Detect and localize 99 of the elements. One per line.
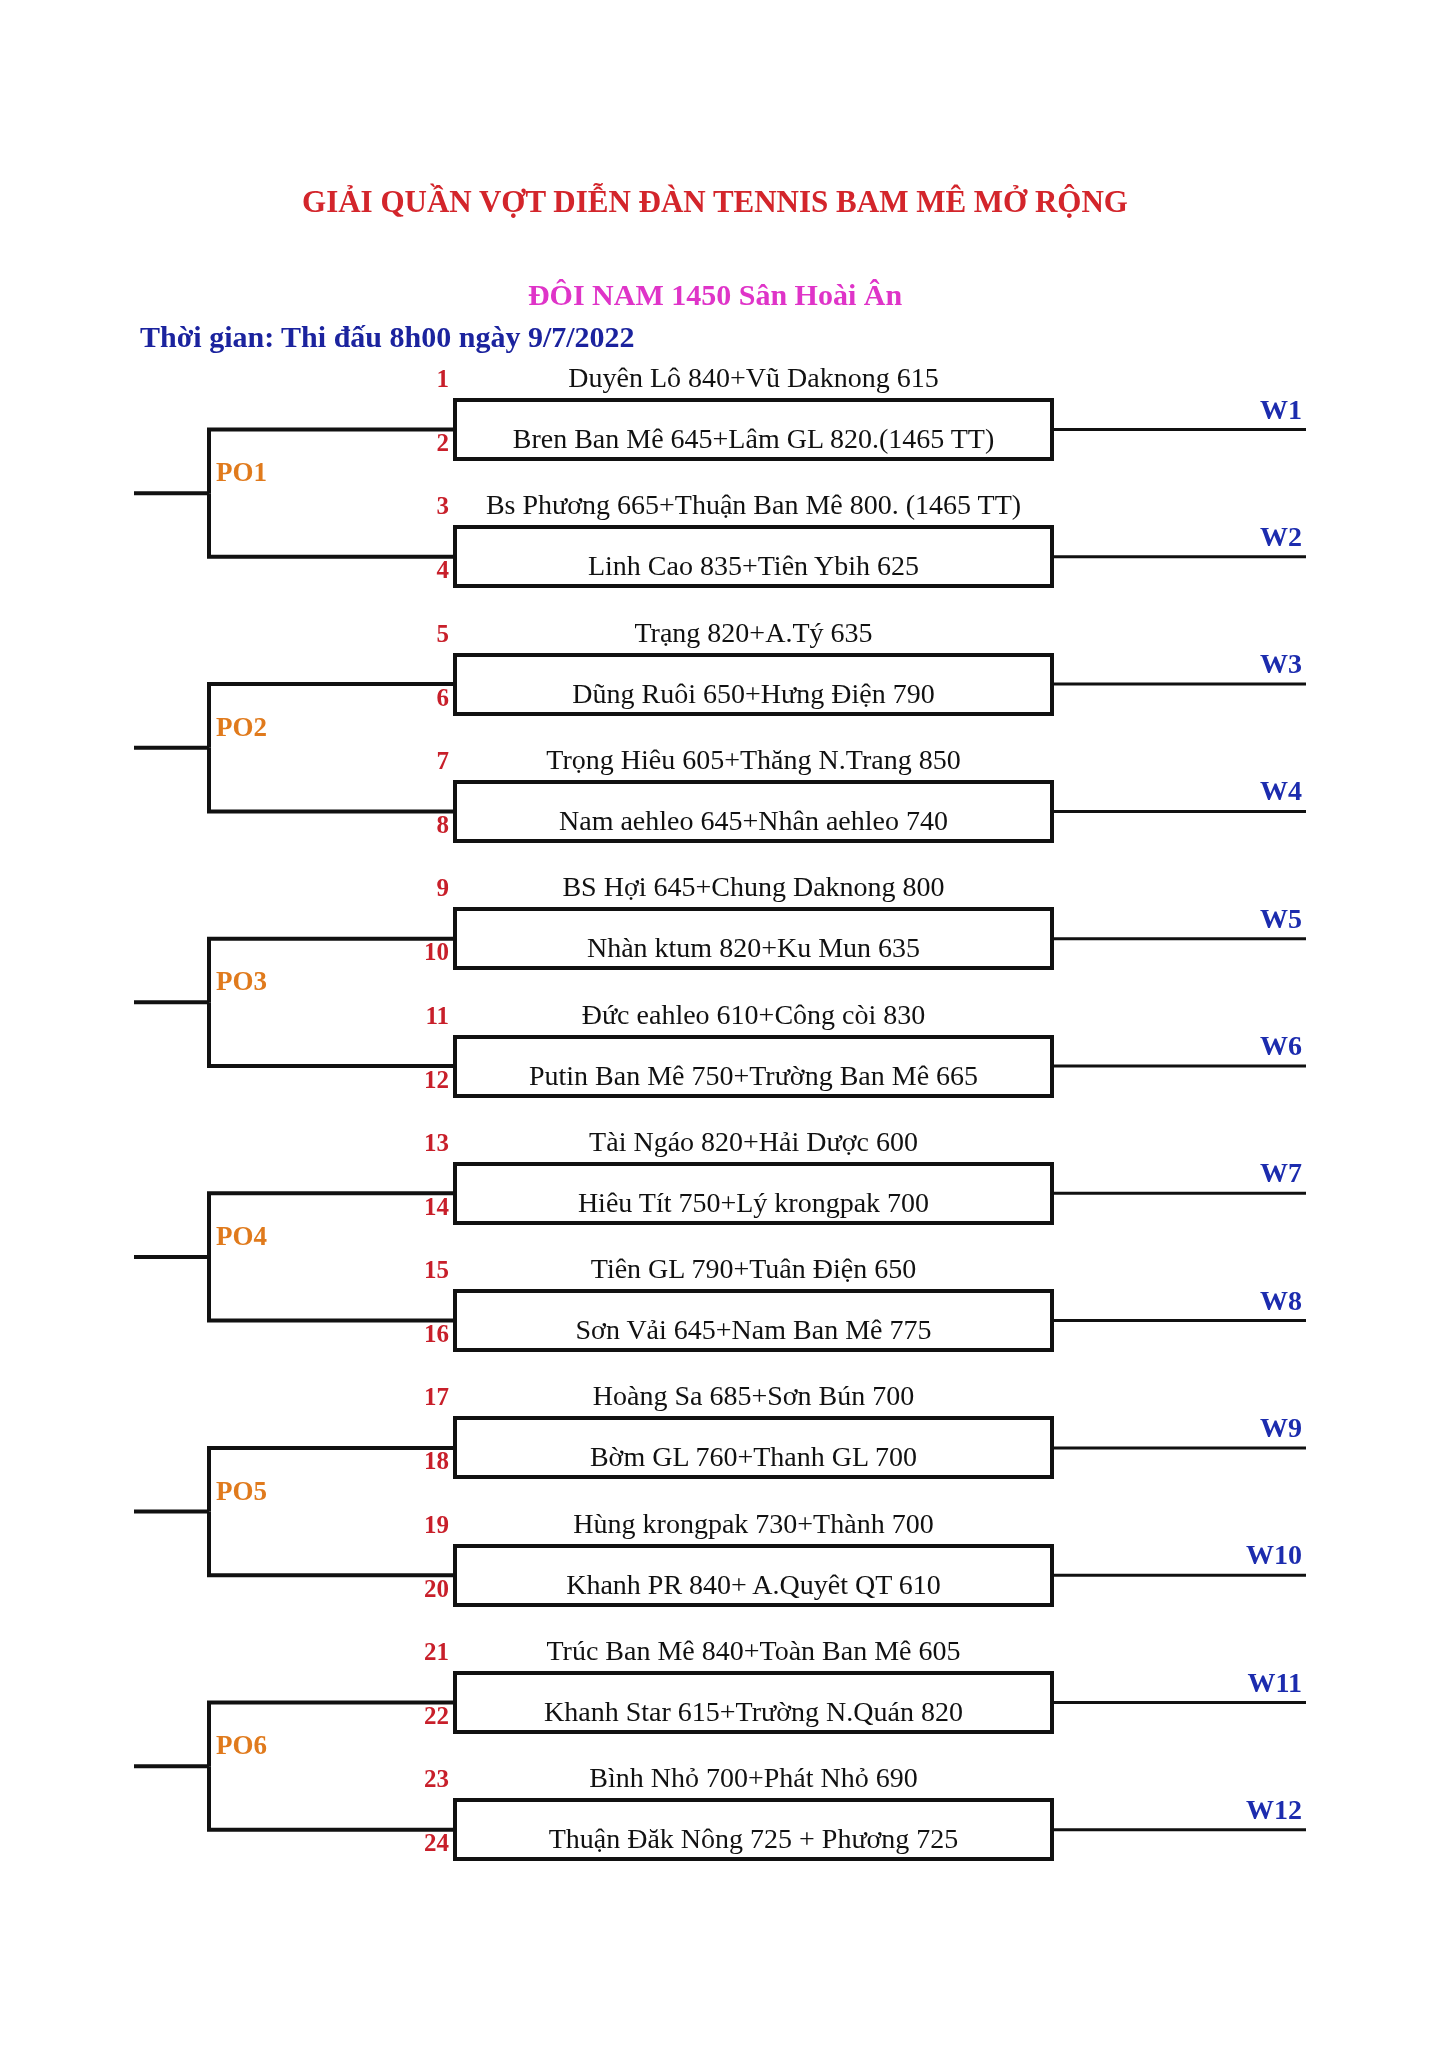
- seed-number: 19: [424, 1513, 449, 1536]
- seed-number: 17: [424, 1386, 449, 1409]
- seed-number: 1: [436, 368, 449, 390]
- seed-number: 22: [424, 1705, 449, 1727]
- bracket-line: [1054, 555, 1306, 559]
- seed-number: 18: [424, 1450, 449, 1473]
- winner-label: W7: [1254, 1157, 1306, 1194]
- winner-label: W2: [1254, 520, 1306, 557]
- seed-number: 20: [424, 1577, 449, 1600]
- title: GIẢI QUẦN VỢT DIỄN ĐÀN TENNIS BAM MÊ MỞ RỘNG: [302, 183, 1128, 221]
- bracket-line: [134, 1764, 209, 1769]
- bracket-line: [134, 1254, 209, 1259]
- team-name: Tiên GL 790+Tuân Điện 650: [590, 1253, 917, 1286]
- playoff-label: PO1: [209, 457, 271, 498]
- playoff-label: PO2: [209, 711, 271, 752]
- bracket-line: [1054, 1319, 1306, 1323]
- bracket-line: [134, 1509, 209, 1514]
- bracket-line: [207, 1511, 453, 1578]
- bracket-line: [207, 936, 453, 1003]
- bracket-line: [134, 745, 209, 750]
- seed-number: 4: [436, 559, 449, 582]
- bracket-line: [1054, 1191, 1306, 1195]
- winner-label: W1: [1254, 393, 1306, 430]
- winner-label: W6: [1254, 1030, 1306, 1066]
- seed-number: 8: [436, 813, 449, 836]
- seed-number: 10: [424, 941, 449, 964]
- schedule-text: Thời gian: Thi đấu 8h00 ngày 9/7/2022: [140, 319, 635, 355]
- playoff-label: PO6: [209, 1730, 271, 1771]
- team-name: Nhàn ktum 820+Ku Mun 635: [586, 932, 921, 965]
- bracket-line: [207, 747, 453, 814]
- team-name: Đức eahleo 610+Công còi 830: [581, 998, 926, 1031]
- team-name: Duyên Lô 840+Vũ Daknong 615: [568, 362, 939, 394]
- bracket-line: [1054, 682, 1306, 686]
- winner-label: W4: [1254, 775, 1306, 812]
- playoff-label: PO5: [209, 1475, 271, 1516]
- bracket-line: [1054, 428, 1306, 431]
- seed-number: 24: [424, 1832, 449, 1855]
- team-name: Bình Nhỏ 700+Phát Nhỏ 690: [589, 1762, 918, 1795]
- team-name: Khanh Star 615+Trường N.Quán 820: [544, 1696, 963, 1728]
- team-name: Dũng Ruôi 650+Hưng Điện 790: [572, 677, 935, 710]
- playoff-label: PO3: [209, 966, 271, 1007]
- team-name: Bs Phương 665+Thuận Ban Mê 800. (1465 TT): [485, 489, 1022, 522]
- team-name: Bờm GL 760+Thanh GL 700: [589, 1441, 918, 1474]
- seed-number: 15: [424, 1259, 449, 1282]
- seed-number: 7: [436, 749, 449, 772]
- playoff-label: PO4: [209, 1220, 271, 1261]
- seed-number: 21: [424, 1641, 449, 1663]
- team-name: Hoàng Sa 685+Sơn Bún 700: [592, 1380, 915, 1413]
- seed-number: 13: [424, 1131, 449, 1154]
- seed-number: 3: [436, 495, 449, 518]
- seed-number: 16: [424, 1323, 449, 1346]
- bracket-line: [134, 491, 209, 496]
- team-name: Trúc Ban Mê 840+Toàn Ban Mê 605: [546, 1635, 961, 1667]
- bracket-line: [1054, 1828, 1306, 1832]
- team-name: BS Hợi 645+Chung Daknong 800: [562, 871, 945, 904]
- team-name: Bren Ban Mê 645+Lâm GL 820.(1465 TT): [512, 423, 995, 455]
- bracket-line: [1054, 1573, 1306, 1577]
- bracket-line: [1054, 1701, 1306, 1704]
- bracket-line: [207, 1445, 453, 1512]
- seed-number: 5: [436, 622, 449, 645]
- seed-number: 23: [424, 1768, 449, 1791]
- bracket-line: [1054, 1446, 1306, 1450]
- team-name: Khanh PR 840+ A.Quyêt QT 610: [566, 1568, 941, 1601]
- bracket-line: [207, 1766, 453, 1832]
- team-name: Trạng 820+A.Tý 635: [634, 616, 873, 649]
- winner-label: W9: [1254, 1411, 1306, 1448]
- bracket-line: [207, 1700, 453, 1767]
- seed-number: 11: [425, 1004, 449, 1027]
- winner-label: W3: [1254, 648, 1306, 685]
- seed-number: 9: [436, 877, 449, 900]
- subtitle: ĐÔI NAM 1450 Sân Hoài Ân: [527, 277, 903, 313]
- winner-label: W8: [1254, 1284, 1306, 1321]
- bracket-line: [207, 1191, 453, 1257]
- seed-number: 14: [424, 1195, 449, 1218]
- bracket-line: [207, 682, 453, 748]
- bracket-line: [207, 1002, 453, 1068]
- team-name: Hiêu Tít 750+Lý krongpak 700: [577, 1186, 930, 1219]
- bracket-line: [207, 427, 453, 494]
- bracket-line: [207, 1256, 453, 1323]
- team-name: Putin Ban Mê 750+Trường Ban Mê 665: [528, 1059, 979, 1092]
- team-name: Sơn Vải 645+Nam Ban Mê 775: [575, 1314, 932, 1347]
- bracket-line: [207, 493, 453, 559]
- winner-label: W11: [1241, 1666, 1306, 1703]
- winner-label: W12: [1240, 1793, 1306, 1830]
- team-name: Tài Ngáo 820+Hải Dược 600: [589, 1125, 918, 1158]
- team-name: Trọng Hiêu 605+Thăng N.Trang 850: [546, 743, 961, 776]
- bracket-line: [1054, 1064, 1306, 1068]
- team-name: Thuận Đăk Nông 725 + Phương 725: [548, 1823, 959, 1856]
- team-name: Nam aehleo 645+Nhân aehleo 740: [559, 804, 948, 837]
- team-name: Linh Cao 835+Tiên Ybih 625: [587, 550, 920, 583]
- bracket-line: [134, 1000, 209, 1005]
- seed-number: 6: [436, 686, 449, 709]
- winner-label: W10: [1240, 1539, 1306, 1576]
- winner-label: W5: [1254, 902, 1306, 939]
- seed-number: 2: [436, 432, 449, 454]
- bracket-line: [1054, 809, 1306, 813]
- team-name: Hùng krongpak 730+Thành 700: [573, 1507, 934, 1540]
- seed-number: 12: [424, 1068, 449, 1091]
- bracket-line: [1054, 937, 1306, 941]
